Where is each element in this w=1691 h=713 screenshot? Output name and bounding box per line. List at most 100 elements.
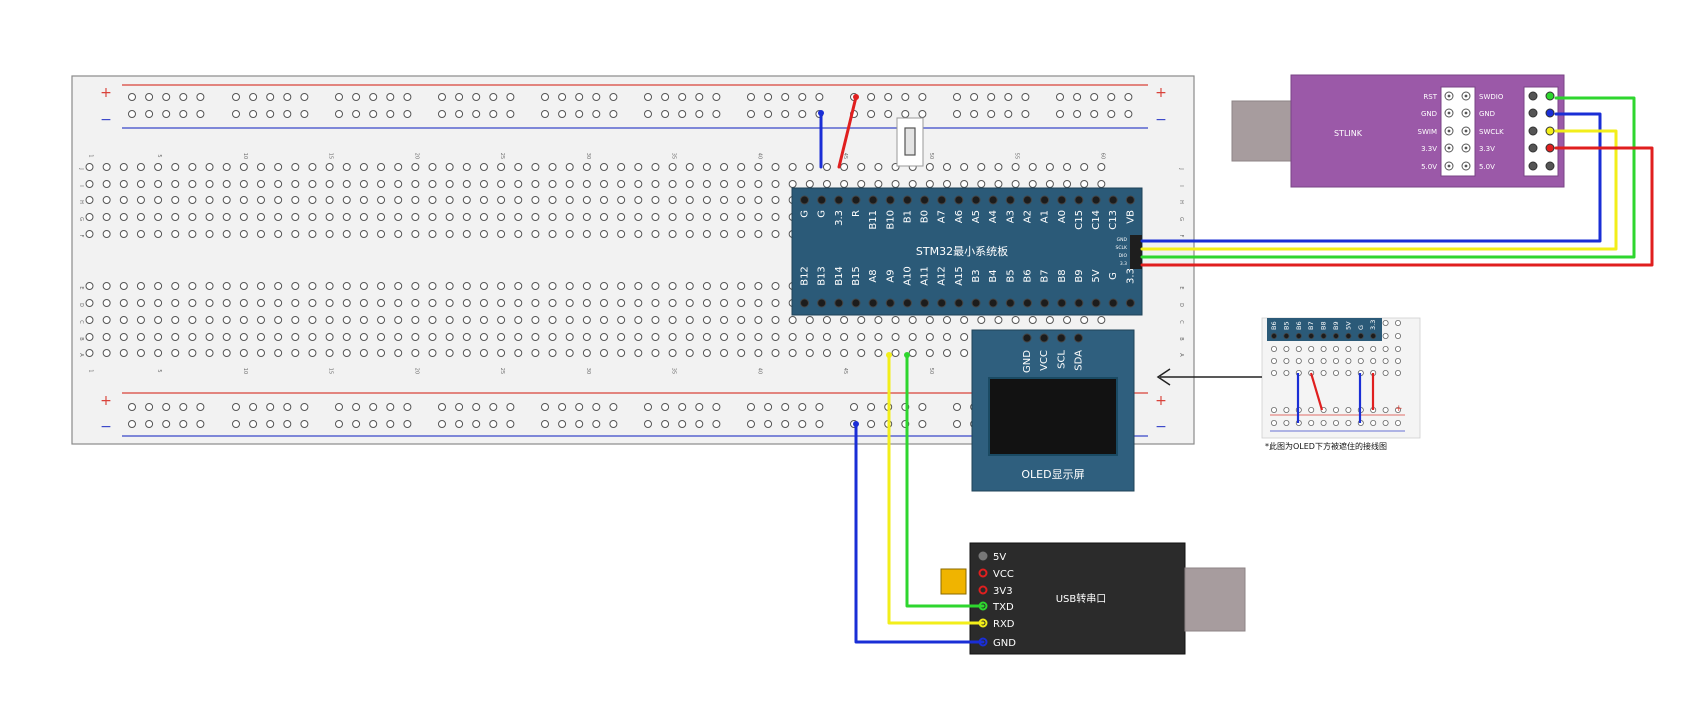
rail-plus-sign: + (1155, 85, 1167, 101)
pin-label: VB (1125, 210, 1136, 224)
breadboard-hole (445, 163, 454, 171)
stlink-header-holes (1444, 91, 1471, 171)
breadboard-hole (634, 213, 643, 221)
breadboard-hole (514, 180, 523, 188)
rail-hole (335, 93, 343, 101)
pin-label: A10 (902, 266, 913, 286)
breadboard-hole (874, 333, 883, 341)
breadboard-hole (291, 230, 300, 238)
breadboard-hole (720, 230, 729, 238)
breadboard-hole (771, 299, 780, 307)
breadboard-hole (737, 316, 746, 324)
breadboard-hole (342, 299, 351, 307)
usb-serial-module: USB转串口 5V VCC 3V3 TXD RXD GND (940, 542, 1246, 655)
rail-minus-sign: − (100, 112, 112, 128)
pin-label: RXD (993, 619, 1015, 630)
pin-label: GND (1022, 350, 1033, 373)
breadboard-hole (600, 213, 608, 221)
breadboard-hole (239, 230, 248, 238)
row-letters-left: J I H G F E D C B A (78, 167, 84, 357)
breadboard-hole (788, 316, 797, 324)
breadboard-hole (908, 349, 917, 357)
breadboard-hole (239, 349, 248, 357)
wire-end (853, 94, 859, 100)
pin-label: B6 (1295, 321, 1303, 330)
rail-hole (1090, 93, 1099, 101)
rail-hole (747, 110, 755, 118)
breadboard-hole (308, 196, 317, 204)
rail-hole (592, 110, 601, 118)
breadboard-hole (634, 299, 643, 307)
rail-hole (558, 110, 567, 118)
breadboard-hole (600, 180, 608, 188)
pin-label: 5V (1091, 269, 1102, 282)
breadboard-hole (805, 349, 814, 357)
breadboard-hole (274, 196, 283, 204)
breadboard-hole (154, 180, 163, 188)
oled-pin-hole (1039, 333, 1049, 343)
breadboard-hole (257, 163, 265, 171)
stm32-top-pin-labels: G G 3.3 R B11 B10 B1 B0 A7 A6 A5 A4 A3 A… (800, 210, 1137, 230)
rail-hole (335, 403, 343, 411)
column-number: 15 (328, 153, 334, 159)
breadboard-hole (634, 349, 643, 357)
breadboard-hole (497, 180, 506, 188)
stlink-header-hole-center (1447, 94, 1451, 98)
rail-hole (815, 420, 824, 428)
breadboard-hole (582, 316, 591, 324)
breadboard-hole (462, 299, 471, 307)
pin-label: B5 (1005, 269, 1016, 282)
inset-hole (1320, 345, 1327, 352)
inset-hole (1345, 419, 1352, 426)
breadboard-hole (754, 230, 763, 238)
breadboard-hole (274, 333, 283, 341)
breadboard-hole (651, 282, 660, 290)
pin-label: B3 (971, 269, 982, 282)
rail-hole (249, 403, 258, 411)
breadboard-hole (291, 282, 300, 290)
breadboard-hole (257, 213, 265, 221)
wire-end (818, 110, 824, 116)
wires (818, 94, 1654, 644)
rail-hole (884, 110, 893, 118)
breadboard-hole (291, 316, 300, 324)
breadboard-hole (651, 163, 660, 171)
breadboard-hole (222, 163, 231, 171)
pin-label: B15 (851, 266, 862, 286)
stm32-pin-hole (1022, 195, 1032, 205)
breadboard-hole (565, 333, 574, 341)
breadboard-hole (565, 282, 574, 290)
breadboard-hole (668, 349, 677, 357)
column-number: 30 (585, 153, 591, 159)
breadboard-hole (1045, 163, 1054, 171)
rail-hole (747, 93, 755, 101)
push-button (896, 117, 924, 167)
breadboard-hole (668, 299, 677, 307)
inset-hole (1395, 345, 1402, 352)
breadboard-hole (222, 299, 231, 307)
rail-hole (1004, 110, 1013, 118)
breadboard-hole (1011, 163, 1020, 171)
breadboard-hole (136, 163, 145, 171)
stlink-header-hole-center (1464, 94, 1468, 98)
pin-label: A5 (971, 210, 982, 223)
stm32-pin-hole (851, 298, 861, 308)
breadboard-hole (874, 349, 883, 357)
stlink-output-hole (1528, 91, 1538, 101)
breadboard-hole (359, 333, 368, 341)
pin-label: 3.3V (1479, 145, 1495, 153)
usb-serial-label: USB转串口 (1056, 592, 1107, 605)
breadboard-hole (342, 196, 351, 204)
pin-label: VCC (1039, 350, 1050, 371)
breadboard-hole (274, 180, 283, 188)
column-number: 5 (156, 154, 162, 157)
breadboard-hole (462, 213, 471, 221)
breadboard-hole (668, 180, 677, 188)
rail-hole (128, 403, 136, 411)
breadboard-hole (222, 196, 231, 204)
breadboard-hole (359, 213, 368, 221)
breadboard-hole (771, 163, 780, 171)
breadboard-hole (514, 316, 523, 324)
breadboard-hole (85, 196, 94, 204)
rail-hole (575, 420, 584, 428)
